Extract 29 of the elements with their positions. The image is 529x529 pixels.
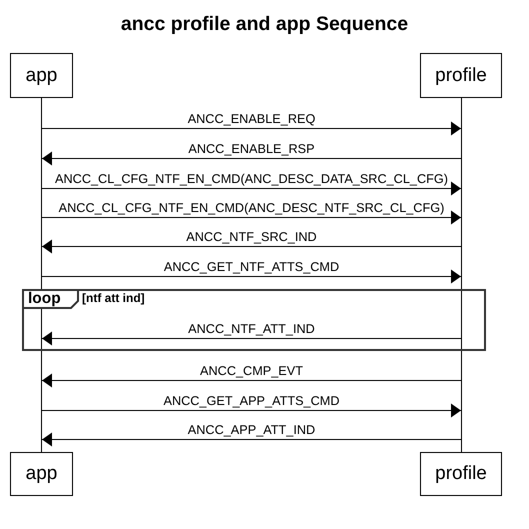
message-label: ANCC_NTF_SRC_IND [185,230,318,244]
message-label: ANCC_APP_ATT_IND [186,423,316,437]
message-label: ANCC_ENABLE_REQ [186,112,316,126]
message-arrow [42,432,462,446]
message-label: ANCC_CL_CFG_NTF_EN_CMD(ANC_DESC_NTF_SRC_CL_CFG) [58,201,446,215]
message-arrow [42,152,462,166]
message-arrow [42,122,462,136]
lifeline [461,98,462,452]
message-label: ANCC_CL_CFG_NTF_EN_CMD(ANC_DESC_DATA_SRC_CL_CFG) [54,172,449,186]
loop-operator-tab: loop [22,289,79,309]
message-arrow [42,182,462,196]
message-label: ANCC_GET_NTF_ATTS_CMD [162,260,340,274]
message-label: ANCC_ENABLE_RSP [187,142,316,156]
message-arrow [42,270,462,284]
message-arrow [42,210,462,224]
lifeline [41,98,42,452]
message-arrow [42,240,462,254]
message-label: ANCC_CMP_EVT [199,364,304,378]
participant-box: app [10,53,73,98]
participant-box: profile [420,53,502,98]
message-label: ANCC_GET_APP_ATTS_CMD [162,394,341,408]
message-arrow [42,404,462,418]
message-label: ANCC_NTF_ATT_IND [187,322,316,336]
participant-box: profile [420,452,502,496]
diagram-title: ancc profile and app Sequence [120,13,410,35]
message-arrow [42,332,462,346]
message-arrow [42,374,462,388]
guard-condition: [ntf att ind] [82,291,145,305]
participant-box: app [10,452,73,496]
